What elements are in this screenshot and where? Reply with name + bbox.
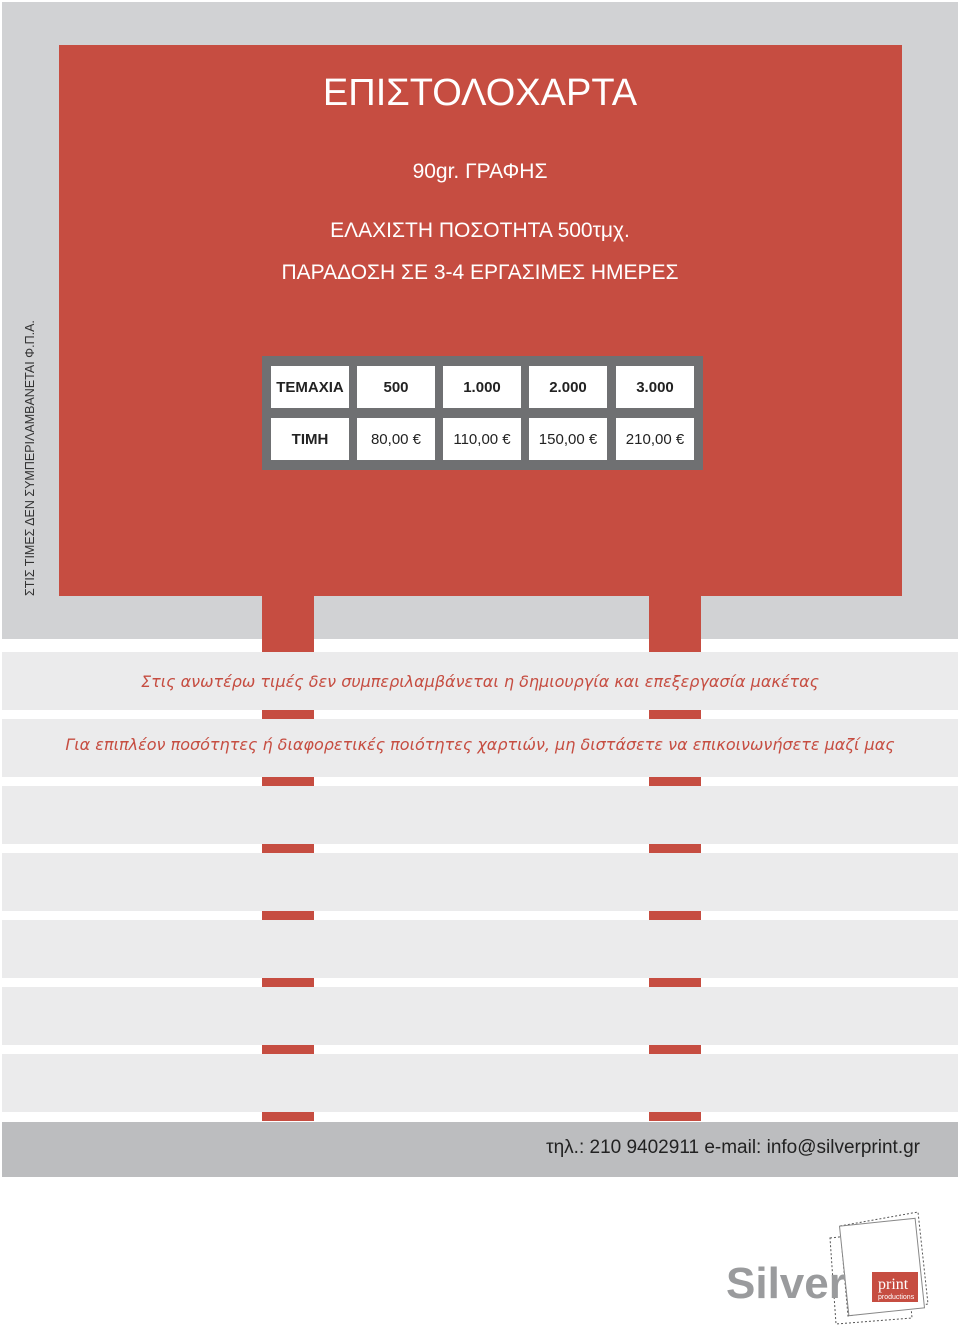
product-title: ΕΠΙΣΤΟΛΟΧΑΡΤΑ	[322, 72, 638, 114]
price-table: ΤΕΜΑΧΙΑ 500 1.000 2.000 3.000 ΤΙΜΗ 80,00…	[262, 356, 703, 470]
silverprint-logo: Silver print productions	[722, 1208, 932, 1326]
price-cell: 110,00 €	[443, 418, 521, 460]
delivery-time: ΠΑΡΑΔΟΣΗ ΣΕ 3-4 ΕΡΓΑΣΙΜΕΣ ΗΜΕΡΕΣ	[281, 261, 679, 284]
quantity-cell: 500	[357, 366, 435, 408]
logo-badge: print	[878, 1276, 909, 1293]
stripe-7	[2, 1054, 958, 1112]
quantity-cell: 3.000	[616, 366, 694, 408]
contact-note: Για επιπλέον ποσότητες ή διαφορετικές πο…	[65, 735, 895, 754]
logo-brand: Silver	[726, 1259, 846, 1308]
price-cell: 80,00 €	[357, 418, 435, 460]
stripe-2	[2, 719, 958, 777]
footer-bar	[2, 1122, 958, 1177]
stripe-5	[2, 920, 958, 978]
quantity-cell: 1.000	[443, 366, 521, 408]
price-cell: 210,00 €	[616, 418, 694, 460]
price-cell: 150,00 €	[529, 418, 607, 460]
price-header: ΤΙΜΗ	[271, 418, 349, 460]
vat-note: ΣΤΙΣ ΤΙΜΕΣ ΔΕΝ ΣΥΜΠΕΡΙΛΑΜΒΑΝΕΤΑΙ Φ.Π.Α.	[23, 320, 37, 596]
paper-weight: 90gr. ΓΡΑΦΗΣ	[412, 160, 548, 183]
stripe-1	[2, 652, 958, 710]
quantity-header: ΤΕΜΑΧΙΑ	[271, 366, 349, 408]
stripe-4	[2, 853, 958, 911]
price-panel	[59, 45, 902, 596]
footer-contact: τηλ.: 210 9402911 e-mail: info@silverpri…	[546, 1137, 920, 1158]
logo-sub: productions	[878, 1294, 915, 1301]
minimum-quantity: ΕΛΑΧΙΣΤΗ ΠΟΣΟΤΗΤΑ 500τμχ.	[330, 219, 630, 242]
stripe-6	[2, 987, 958, 1045]
quantity-cell: 2.000	[529, 366, 607, 408]
stripe-3	[2, 786, 958, 844]
design-note: Στις ανωτέρω τιμές δεν συμπεριλαμβάνεται…	[140, 672, 820, 691]
